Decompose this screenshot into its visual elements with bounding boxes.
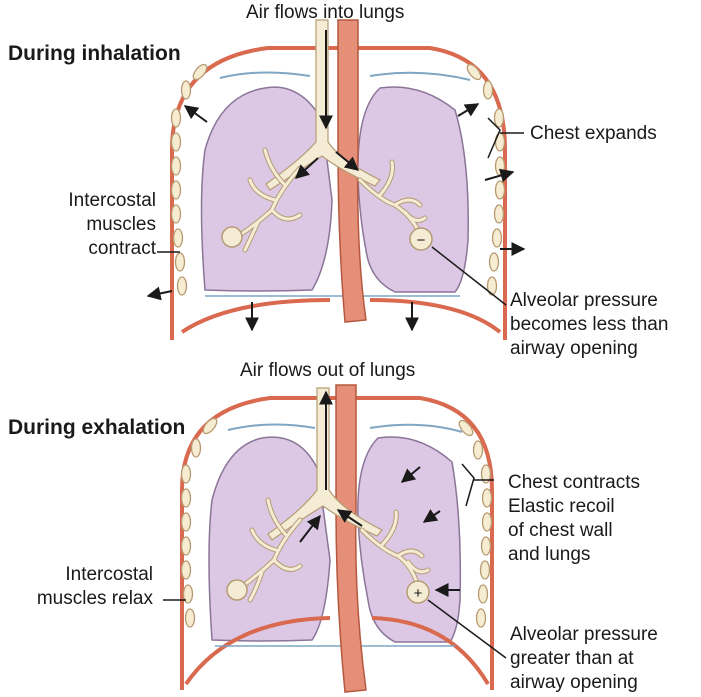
muscles-contract-label-3: contract [88,238,156,260]
alveolar-pressure-exhale-3: airway opening [510,672,638,694]
exhalation-diagram [163,385,506,692]
diaphragm-inhale [182,300,500,332]
alveolar-sign-exhale: + [414,585,423,602]
right-lung-inhale [358,87,468,292]
inhalation-heading: During inhalation [8,42,181,66]
inhalation-diagram [148,20,524,340]
muscles-contract-label-2: muscles [86,214,156,236]
elastic-recoil-label-3: and lungs [508,544,590,566]
elastic-recoil-label-1: Elastic recoil [508,496,615,518]
muscles-contract-label-1: Intercostal [68,190,156,212]
ribs-right-inhale [465,62,505,295]
airflow-out-label: Air flows out of lungs [240,360,415,382]
alveolus-left-inhale [222,227,242,247]
alveolar-pressure-inhale-2: becomes less than [510,314,668,336]
alveolar-pressure-inhale-1: Alveolar pressure [510,290,658,312]
alveolar-pressure-exhale-2: greater than at [510,648,634,670]
left-lung-inhale [202,87,333,291]
muscles-relax-label-1: Intercostal [65,564,153,586]
alveolar-pressure-exhale-1: Alveolar pressure [510,624,658,646]
airflow-in-label: Air flows into lungs [246,2,404,24]
muscles-relax-label-2: muscles relax [37,588,153,610]
chest-bracket-exhale [462,464,474,506]
alveolar-pressure-inhale-3: airway opening [510,338,638,360]
chest-expands-label: Chest expands [530,123,657,145]
expand-arrow-right-top [458,104,478,116]
expand-arrow-left-low [148,291,172,296]
elastic-recoil-label-2: of chest wall [508,520,613,542]
alveolar-sign-inhale: − [417,232,426,249]
chest-contracts-label: Chest contracts [508,472,640,494]
exhalation-heading: During exhalation [8,416,185,440]
left-lung-exhale [209,437,330,641]
alveolus-left-exhale [227,580,247,600]
expand-arrow-left-top [185,106,207,122]
